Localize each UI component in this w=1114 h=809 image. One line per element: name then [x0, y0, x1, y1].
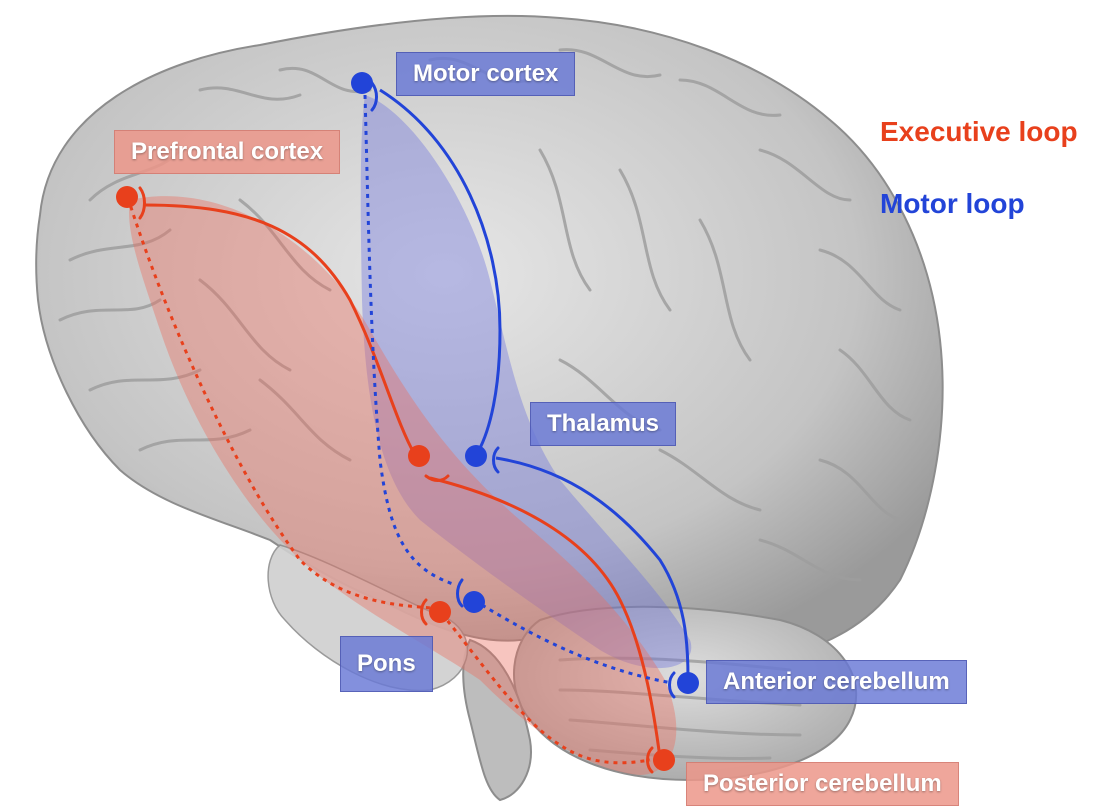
legend-executive-loop: Executive loop [880, 116, 1078, 148]
label-motor-cortex: Motor cortex [396, 52, 575, 96]
label-thalamus: Thalamus [530, 402, 676, 446]
node-thalamus-executive [408, 445, 430, 467]
legend-motor-loop: Motor loop [880, 188, 1025, 220]
node-posterior-cerebellum [653, 749, 675, 771]
node-anterior-cerebellum [677, 672, 699, 694]
node-thalamus-motor [465, 445, 487, 467]
label-posterior-cerebellum: Posterior cerebellum [686, 762, 959, 806]
node-prefrontal-cortex [116, 186, 138, 208]
label-prefrontal-cortex: Prefrontal cortex [114, 130, 340, 174]
node-pons-executive [429, 601, 451, 623]
label-pons: Pons [340, 636, 433, 692]
label-anterior-cerebellum: Anterior cerebellum [706, 660, 967, 704]
node-motor-cortex [351, 72, 373, 94]
node-pons-motor [463, 591, 485, 613]
